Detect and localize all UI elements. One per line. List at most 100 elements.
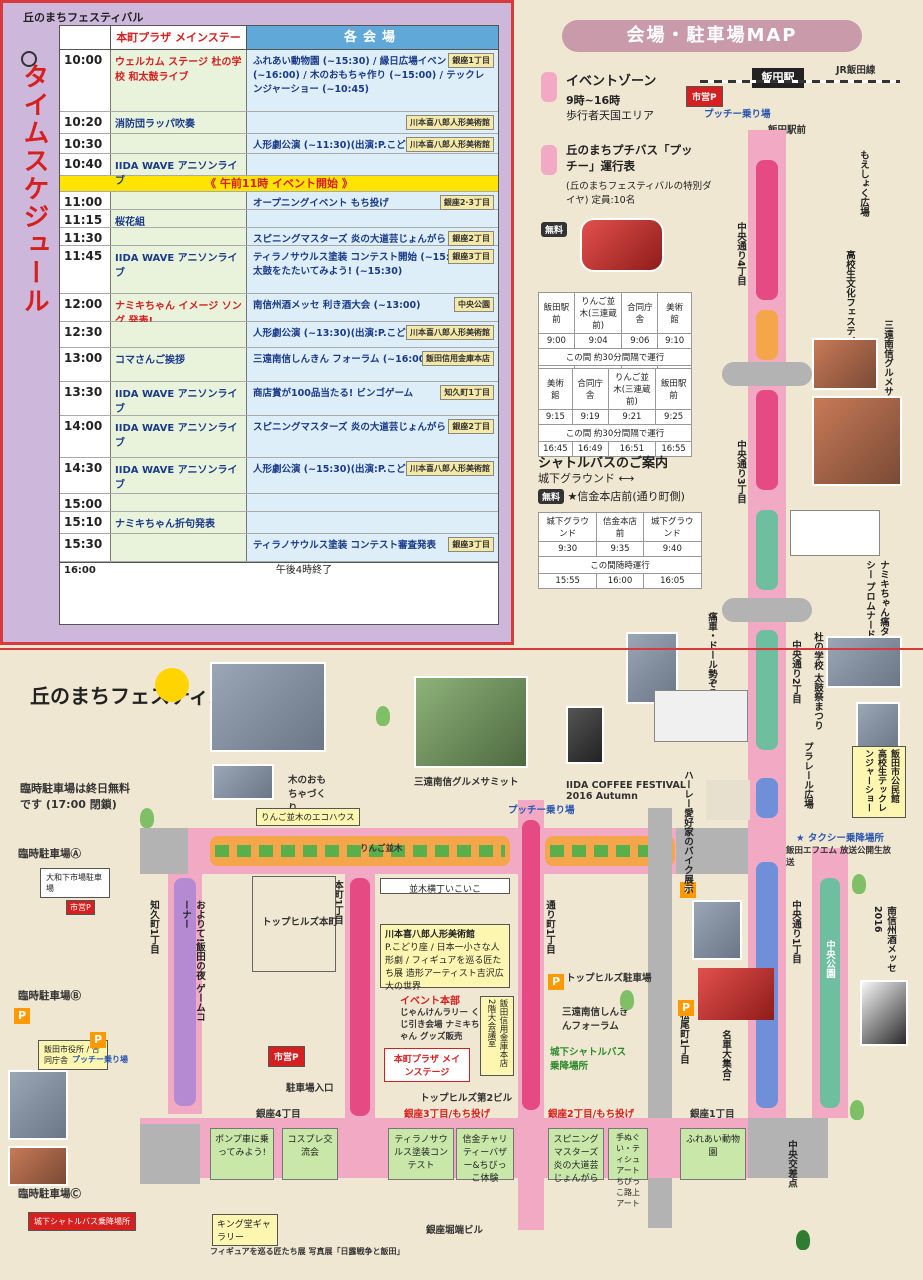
schedule-main-event xyxy=(110,534,247,561)
game-zone xyxy=(174,878,196,1106)
photo-chuo1-tree xyxy=(692,900,742,960)
iida-station: 飯田駅 xyxy=(752,68,804,88)
schedule-logo: 丘のまちフェスティバル xyxy=(23,11,144,24)
crossroad-2 xyxy=(722,598,812,622)
timetable-cell: 9:04 xyxy=(573,333,623,349)
museum-items: P.こどり座 / 日本一小さな人形劇 / フィギュアを巡る匠たち展 造形アーティ… xyxy=(385,943,504,992)
puchi-stop-top: プッチー乗り場 xyxy=(704,109,771,120)
gourmet-label: 三遠南信グルメサミット xyxy=(882,320,893,425)
sanen-forum-label: 三遠南信しんきんフォーラム xyxy=(562,1007,629,1032)
timetable-cell: 9:35 xyxy=(596,541,644,557)
event-zone-title: イベントゾーン xyxy=(566,74,657,89)
timetable-cell: 美術館 xyxy=(538,368,573,410)
schedule-venue-event: 川本喜八郎人形美術館 xyxy=(247,112,498,133)
shuttle-stop-label: 城下シャトルバス乗降場所 xyxy=(550,1047,627,1072)
schedule-time: 10:30 xyxy=(64,137,103,151)
gourmet-summit-label: 三遠南信グルメサミット xyxy=(414,777,519,788)
jr-line xyxy=(700,80,900,83)
schedule-venue-event: スピニングマスターズ 炎の大道芸じょんがら銀座2丁目 xyxy=(247,416,498,457)
bus-free-badge: 無料 xyxy=(541,222,568,237)
honmachi-zone xyxy=(350,878,370,1116)
schedule-location-tag: 中央公園 xyxy=(454,297,494,312)
schedule-location-tag: 川本喜八郎人形美術館 xyxy=(406,137,494,152)
zone-chuo4 xyxy=(756,160,778,300)
schedule-main-event: ナミキちゃん イメージ ソング 発表! xyxy=(110,294,247,327)
schedule-main-event xyxy=(110,494,247,511)
timetable-cell: 飯田駅前 xyxy=(655,368,692,410)
ranger-label: 飯田市公民館 高校生テックレンジャーショー xyxy=(852,746,906,818)
ringo-label: りんご並木 xyxy=(360,844,403,854)
photo-ferrari xyxy=(698,968,774,1020)
schedule-venue-event: 三遠南信しんきん フォーラム (~16:00)飯田信用金庫本店 xyxy=(247,348,498,381)
opening-band: 《 午前11時 イベント開始 》 xyxy=(60,176,498,192)
tree-icon-6 xyxy=(850,1100,864,1120)
harley-label: ハーレー愛好家のバイク展示 xyxy=(682,770,693,894)
timetable-row: 美術館合同庁舎りんご並木(三連蔵前)飯田駅前 xyxy=(538,368,692,410)
booth-fire-truck: ポンプ車に乗ってみよう! xyxy=(210,1128,274,1180)
moe-label: もえしょく広場 xyxy=(858,150,869,217)
timetable-row: この間随時運行 xyxy=(538,556,702,574)
ginza-end-label: 銀座堀端ビル xyxy=(426,1225,484,1236)
chuo-cross xyxy=(748,1118,828,1178)
toorimachi-label: 通り町1丁目 xyxy=(544,900,555,955)
schedule-venue-text: ティラノサウルス塗装 コンテスト審査発表 xyxy=(253,540,437,551)
schedule-time: 13:30 xyxy=(64,385,103,399)
schedule-venue-text: オープニングイベント もち投げ xyxy=(253,198,389,209)
museum-box: 川本喜八郎人形美術館 P.こどり座 / 日本一小さな人形劇 / フィギュアを巡る… xyxy=(380,924,510,992)
photo-gourmet xyxy=(812,338,878,390)
timetable-cell: 合同庁舎 xyxy=(621,292,659,334)
schedule-main-event xyxy=(110,322,247,347)
bus-title: 丘のまちプチバス「プッチー」運行表 xyxy=(566,143,693,173)
timetable-cell: 16:49 xyxy=(571,441,609,457)
chuo1-label: 中央通り1丁目 xyxy=(790,900,801,964)
schedule-main-event: ウェルカム ステージ 杜の学校 和太鼓ライブ xyxy=(110,50,247,111)
parking-a-map: 大和下市場駐車場 xyxy=(40,868,110,898)
shuttle-title: シャトルバスのご案内 xyxy=(538,456,669,471)
zone-chuo2 xyxy=(756,630,778,750)
schedule-venue-text: 人形劇公演 (~15:30)(出演:P.こどり座) xyxy=(253,464,430,475)
schedule-main-event: IIDA WAVE アニソンライブ xyxy=(110,416,247,457)
schedule-venue-event: ティラノサウルス塗装 コンテスト審査発表銀座3丁目 xyxy=(247,534,498,561)
schedule-venue-text: ふれあい動物園 (~15:30) / 縁日広場イベント (~16:00) / 木… xyxy=(253,56,485,95)
schedule-venue-text: 人形劇公演 (~11:30)(出演:P.こどり座) xyxy=(253,140,430,151)
event-zone-swatch xyxy=(541,72,557,102)
booth-fureai: ふれあい動物園 xyxy=(680,1128,746,1180)
hq-items: じゃんけんラリー くじ引き会場 ナミキちゃん グッズ販売 xyxy=(400,1008,480,1042)
timetable-cell: 9:40 xyxy=(642,541,703,557)
temp-parking-note: 臨時駐車場は終日無料です (17:00 閉鎖) xyxy=(20,782,130,811)
museum-label: 川本喜八郎人形美術館 xyxy=(385,930,476,940)
schedule-main-event: IIDA WAVE アニソンライブ xyxy=(110,458,247,493)
timetable-cell: 16:00 xyxy=(596,573,644,589)
honmachi1-label: 本町1丁目 xyxy=(332,880,343,925)
end-row: 16:00 午後4時終了 xyxy=(60,562,498,578)
parking-icon-b2: P xyxy=(90,1032,106,1048)
crossroad-west xyxy=(140,828,188,874)
schedule-venue-event: オープニングイベント もち投げ銀座2·3丁目 xyxy=(247,192,498,210)
tree-icon-2 xyxy=(376,706,390,726)
schedule-row: 10:30 人形劇公演 (~11:30)(出演:P.こどり座)川本喜八郎人形美術館 xyxy=(60,134,498,154)
schedule-main-event: IIDA WAVE アニソンライブ xyxy=(110,154,247,187)
tree-icon-4 xyxy=(852,874,866,894)
schedule-venue-event: 人形劇公演 (~11:30)(出演:P.こどり座)川本喜八郎人形美術館 xyxy=(247,134,498,153)
schedule-location-tag: 川本喜八郎人形美術館 xyxy=(406,325,494,340)
tree-icon-3 xyxy=(620,990,634,1010)
schedule-location-tag: 知久町1丁目 xyxy=(440,385,494,400)
timetable-cell: 16:45 xyxy=(538,441,573,457)
timetable-cell: 16:55 xyxy=(655,441,692,457)
schedule-location-tag: 銀座2丁目 xyxy=(448,419,494,434)
schedule-main-event: コマさんご挨拶 xyxy=(110,348,247,381)
hedge-1 xyxy=(215,845,505,857)
venue-header: 各会場 xyxy=(247,26,498,49)
schedule-time: 15:30 xyxy=(64,537,103,551)
timetable-cell: この間 約30分間隔で運行 xyxy=(538,348,692,366)
